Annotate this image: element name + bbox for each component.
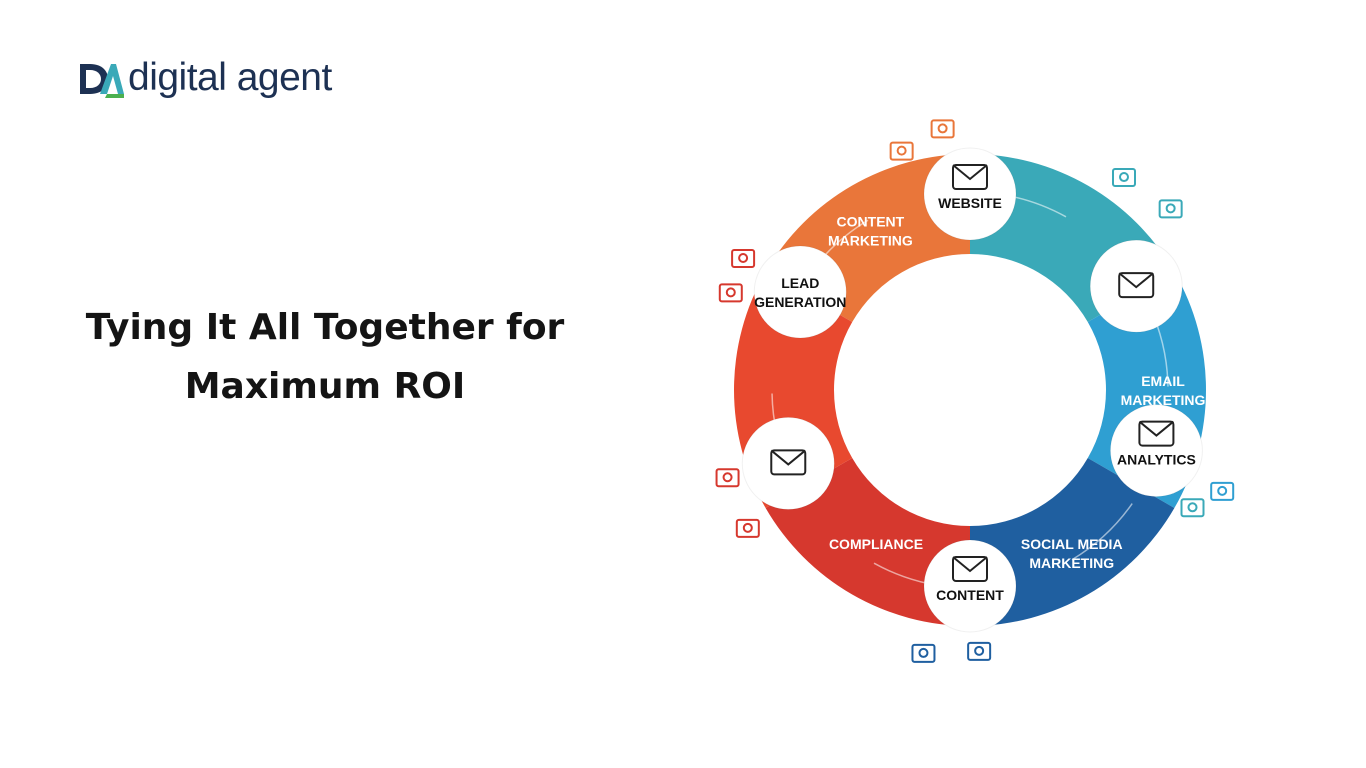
orbit-icons bbox=[715, 119, 1235, 663]
document-gear-icon bbox=[770, 449, 807, 476]
document-icon bbox=[967, 641, 992, 661]
cloud-lock-icon bbox=[1138, 420, 1175, 447]
node-1 bbox=[1089, 239, 1183, 333]
brand-logo: digital agent bbox=[78, 52, 332, 102]
segment-4 bbox=[765, 458, 970, 626]
segment-label-4: COMPLIANCE bbox=[829, 536, 923, 552]
target-icon bbox=[715, 468, 740, 488]
node-label-3: CONTENT bbox=[936, 587, 1004, 603]
node-0: WEBSITE bbox=[923, 147, 1017, 241]
node-4 bbox=[741, 416, 835, 510]
page-title-line-1: Tying It All Together for bbox=[85, 307, 565, 348]
node-3: CONTENT bbox=[923, 539, 1017, 633]
users-icon bbox=[1210, 481, 1235, 501]
chart-monitor-icon bbox=[952, 164, 988, 190]
node-label-2: ANALYTICS bbox=[1117, 452, 1196, 468]
page-title: Tying It All Together for Maximum ROI bbox=[60, 298, 590, 416]
clipboard-icon bbox=[718, 283, 743, 303]
search-gear-icon bbox=[911, 643, 936, 663]
mail-open-icon bbox=[1180, 498, 1205, 518]
tool-icon bbox=[1111, 168, 1136, 188]
page-title-line-2: Maximum ROI bbox=[184, 366, 466, 408]
node-label-0: WEBSITE bbox=[938, 195, 1002, 211]
brand-name: digital agent bbox=[128, 55, 332, 99]
divider-3 bbox=[1071, 503, 1133, 561]
mail-target-icon bbox=[930, 119, 955, 139]
segment-3 bbox=[970, 458, 1175, 626]
email-lightbulb-icon bbox=[1118, 272, 1155, 299]
person-icon bbox=[1158, 199, 1183, 219]
contact-icon bbox=[731, 249, 756, 268]
digital-agent-logo-mark bbox=[80, 64, 124, 98]
envelope-icon bbox=[952, 556, 988, 582]
mail-icon bbox=[889, 141, 914, 161]
calculator-icon bbox=[735, 518, 760, 538]
node-2: ANALYTICS bbox=[1109, 404, 1203, 498]
